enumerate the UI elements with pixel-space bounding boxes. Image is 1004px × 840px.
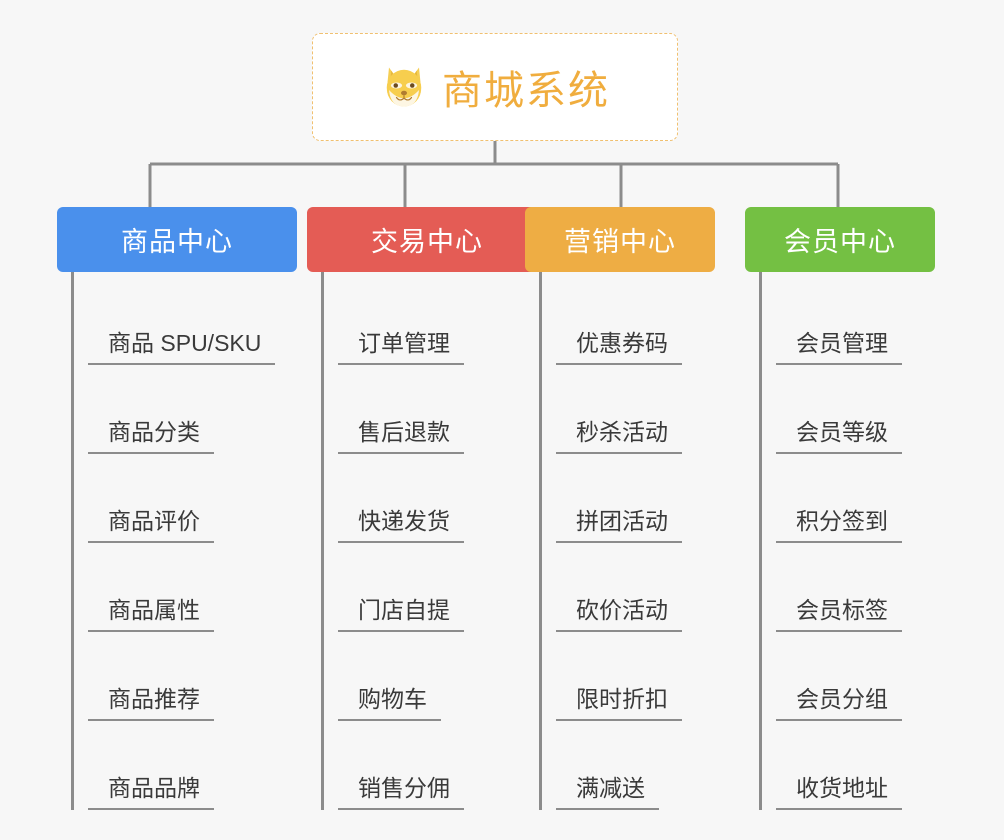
leaf-label: 快递发货 <box>338 508 464 543</box>
branch-items-member-center: 会员管理 会员等级 积分签到 会员标签 会员分组 收货地址 <box>759 272 935 810</box>
leaf-label: 满减送 <box>556 775 659 810</box>
leaf-label: 购物车 <box>338 686 441 721</box>
leaf-item[interactable]: 会员分组 <box>762 632 935 721</box>
leaf-label: 优惠券码 <box>556 330 682 365</box>
leaf-item[interactable]: 会员等级 <box>762 365 935 454</box>
leaf-item[interactable]: 拼团活动 <box>542 454 715 543</box>
leaf-item[interactable]: 商品推荐 <box>74 632 297 721</box>
leaf-label: 商品评价 <box>88 508 214 543</box>
leaf-label: 售后退款 <box>338 419 464 454</box>
leaf-item[interactable]: 订单管理 <box>324 276 547 365</box>
leaf-item[interactable]: 积分签到 <box>762 454 935 543</box>
dog-face-icon <box>380 63 428 111</box>
branch-header-product-center[interactable]: 商品中心 <box>57 207 297 272</box>
leaf-item[interactable]: 会员标签 <box>762 543 935 632</box>
leaf-item[interactable]: 会员管理 <box>762 276 935 365</box>
leaf-item[interactable]: 商品评价 <box>74 454 297 543</box>
leaf-item[interactable]: 商品 SPU/SKU <box>74 276 297 365</box>
branch-label: 交易中心 <box>371 227 483 257</box>
branch-product-center: 商品中心 商品 SPU/SKU 商品分类 商品评价 商品属性 商品推荐 商品品牌 <box>57 207 297 810</box>
leaf-item[interactable]: 商品品牌 <box>74 721 297 810</box>
branch-header-trade-center[interactable]: 交易中心 <box>307 207 547 272</box>
leaf-label: 订单管理 <box>338 330 464 365</box>
leaf-label: 会员标签 <box>776 597 902 632</box>
leaf-label: 会员等级 <box>776 419 902 454</box>
branch-header-member-center[interactable]: 会员中心 <box>745 207 935 272</box>
branch-marketing-center: 营销中心 优惠券码 秒杀活动 拼团活动 砍价活动 限时折扣 满减送 <box>525 207 715 810</box>
leaf-label: 限时折扣 <box>556 686 682 721</box>
branch-trade-center: 交易中心 订单管理 售后退款 快递发货 门店自提 购物车 销售分佣 <box>307 207 547 810</box>
root-node[interactable]: 商城系统 <box>312 33 678 141</box>
leaf-label: 砍价活动 <box>556 597 682 632</box>
leaf-label: 会员管理 <box>776 330 902 365</box>
leaf-label: 商品品牌 <box>88 775 214 810</box>
branch-label: 商品中心 <box>121 227 233 257</box>
leaf-label: 商品 SPU/SKU <box>88 330 276 365</box>
branch-label: 营销中心 <box>564 227 676 257</box>
leaf-item[interactable]: 秒杀活动 <box>542 365 715 454</box>
branch-member-center: 会员中心 会员管理 会员等级 积分签到 会员标签 会员分组 收货地址 <box>745 207 935 810</box>
leaf-label: 会员分组 <box>776 686 902 721</box>
leaf-label: 商品属性 <box>88 597 214 632</box>
leaf-item[interactable]: 购物车 <box>324 632 547 721</box>
branch-items-trade-center: 订单管理 售后退款 快递发货 门店自提 购物车 销售分佣 <box>321 272 547 810</box>
leaf-label: 门店自提 <box>338 597 464 632</box>
leaf-item[interactable]: 商品分类 <box>74 365 297 454</box>
leaf-item[interactable]: 售后退款 <box>324 365 547 454</box>
leaf-item[interactable]: 砍价活动 <box>542 543 715 632</box>
branch-header-marketing-center[interactable]: 营销中心 <box>525 207 715 272</box>
leaf-label: 销售分佣 <box>338 775 464 810</box>
leaf-item[interactable]: 限时折扣 <box>542 632 715 721</box>
branch-label: 会员中心 <box>784 227 896 257</box>
leaf-item[interactable]: 收货地址 <box>762 721 935 810</box>
leaf-label: 商品分类 <box>88 419 214 454</box>
leaf-item[interactable]: 商品属性 <box>74 543 297 632</box>
leaf-item[interactable]: 快递发货 <box>324 454 547 543</box>
leaf-label: 积分签到 <box>776 508 902 543</box>
branch-items-product-center: 商品 SPU/SKU 商品分类 商品评价 商品属性 商品推荐 商品品牌 <box>71 272 297 810</box>
leaf-item[interactable]: 门店自提 <box>324 543 547 632</box>
leaf-item[interactable]: 优惠券码 <box>542 276 715 365</box>
branch-items-marketing-center: 优惠券码 秒杀活动 拼团活动 砍价活动 限时折扣 满减送 <box>539 272 715 810</box>
leaf-label: 收货地址 <box>776 775 902 810</box>
leaf-item[interactable]: 满减送 <box>542 721 715 810</box>
leaf-label: 商品推荐 <box>88 686 214 721</box>
leaf-label: 秒杀活动 <box>556 419 682 454</box>
root-title: 商城系统 <box>442 69 610 113</box>
leaf-item[interactable]: 销售分佣 <box>324 721 547 810</box>
leaf-label: 拼团活动 <box>556 508 682 543</box>
